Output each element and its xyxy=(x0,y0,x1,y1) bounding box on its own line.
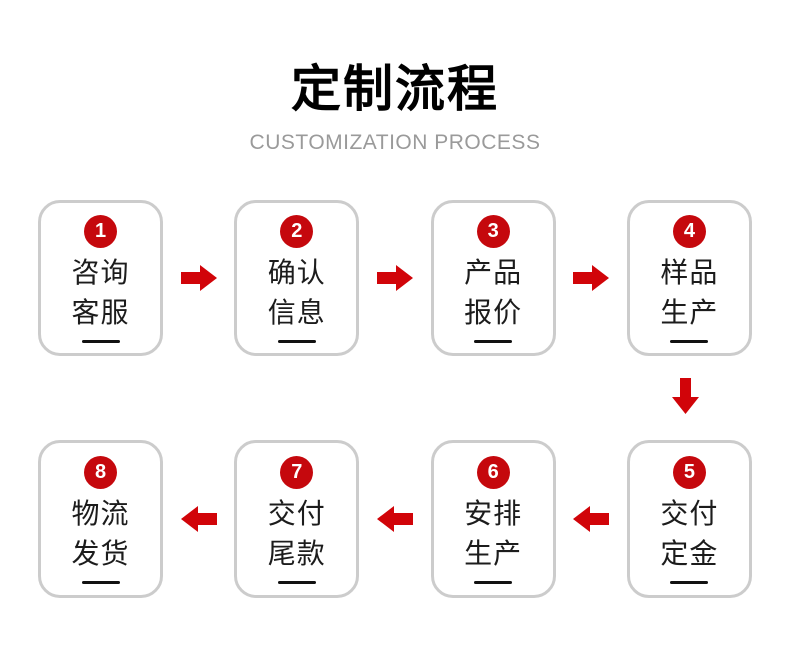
step-underline xyxy=(277,340,316,343)
step-6-label-line2: 生产 xyxy=(464,538,523,569)
step-6-number-badge: 6 xyxy=(476,456,510,489)
step-8-number-badge: 8 xyxy=(84,456,117,489)
step-underline xyxy=(474,581,513,584)
step-underline xyxy=(81,581,120,584)
step-7-label-line2: 尾款 xyxy=(267,538,326,569)
step-card-1: 1 咨询 客服 xyxy=(38,200,163,356)
arrow-left-icon xyxy=(180,505,217,533)
arrow-left-icon xyxy=(376,505,413,533)
flow-row-bottom: 8 物流 发货 7 交付 尾款 6 安排 生产 5 交付 xyxy=(38,440,752,598)
step-2-label-line1: 确认 xyxy=(267,257,326,288)
step-3-number-badge: 3 xyxy=(476,215,510,248)
step-card-7: 7 交付 尾款 xyxy=(234,440,360,598)
step-8-label-line2: 发货 xyxy=(71,538,130,569)
step-card-4: 4 样品 生产 xyxy=(626,200,752,356)
step-7-label-line1: 交付 xyxy=(267,498,326,529)
step-2-label-line2: 信息 xyxy=(267,297,326,328)
page-subtitle: CUSTOMIZATION PROCESS xyxy=(249,131,541,154)
step-2-number-badge: 2 xyxy=(280,215,314,248)
step-5-label-line1: 交付 xyxy=(660,498,719,529)
step-7-number-badge: 7 xyxy=(280,456,314,489)
arrow-left-icon xyxy=(573,505,610,533)
arrow-right-icon xyxy=(376,264,413,292)
step-5-number-badge: 5 xyxy=(672,456,706,489)
step-underline xyxy=(81,340,120,343)
step-card-8: 8 物流 发货 xyxy=(38,440,163,598)
step-4-number-badge: 4 xyxy=(672,215,706,248)
step-6-label-line1: 安排 xyxy=(464,498,523,529)
step-1-number-badge: 1 xyxy=(84,215,117,248)
flow-row-top: 1 咨询 客服 2 确认 信息 3 产品 报价 4 样品 xyxy=(38,200,752,356)
arrow-right-icon xyxy=(180,264,217,292)
step-3-label-line1: 产品 xyxy=(464,257,523,288)
step-4-label-line1: 样品 xyxy=(660,257,719,288)
step-underline xyxy=(474,340,513,343)
page-title: 定制流程 xyxy=(291,61,499,117)
step-1-label-line1: 咨询 xyxy=(71,257,130,288)
step-card-5: 5 交付 定金 xyxy=(626,440,752,598)
step-1-label-line2: 客服 xyxy=(71,297,130,328)
step-4-label-line2: 生产 xyxy=(660,297,719,328)
step-card-6: 6 安排 生产 xyxy=(430,440,556,598)
arrow-down-icon xyxy=(672,378,699,419)
arrow-right-icon xyxy=(573,264,610,292)
step-3-label-line2: 报价 xyxy=(464,297,523,328)
step-8-label-line1: 物流 xyxy=(71,498,130,529)
step-underline xyxy=(670,581,709,584)
step-card-2: 2 确认 信息 xyxy=(234,200,360,356)
step-5-label-line2: 定金 xyxy=(660,538,719,569)
step-underline xyxy=(277,581,316,584)
step-card-3: 3 产品 报价 xyxy=(430,200,556,356)
step-underline xyxy=(670,340,709,343)
